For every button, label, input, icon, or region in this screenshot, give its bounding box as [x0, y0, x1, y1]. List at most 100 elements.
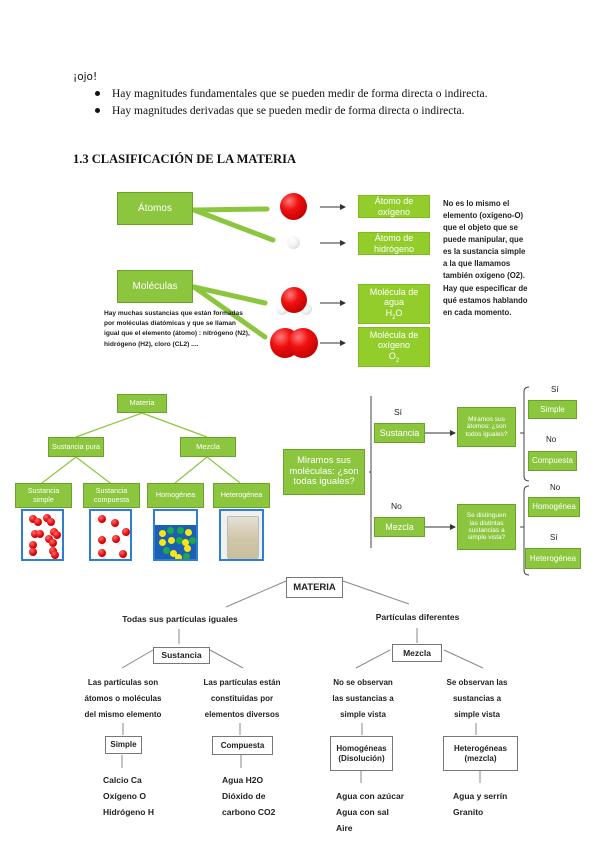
- label-line: Átomo de: [374, 196, 414, 207]
- molecula-agua-box: Molécula de agua H2O: [358, 284, 430, 324]
- decision-arrows: [425, 430, 456, 530]
- desc-line: simple vista: [340, 710, 386, 719]
- hydrogen-atom-icon: [287, 236, 300, 249]
- bullet-item: Hay magnitudes fundamentales que se pued…: [95, 88, 488, 100]
- label-line: sustancias a: [468, 527, 505, 534]
- label-line: Heterogéneas: [454, 743, 507, 753]
- heterogeneous-mixture-image: [219, 509, 264, 561]
- water-oxygen-icon: [281, 287, 307, 313]
- label-line: Sustancia: [95, 486, 128, 496]
- example-item: Agua con azúcar: [336, 791, 405, 801]
- heterogenea-yes-label: Sí: [550, 533, 558, 542]
- map-compuesta: Compuesta: [212, 736, 273, 755]
- label-line: Homogéneas: [336, 743, 387, 753]
- question-vista-box: Se distinguen las distintas sustancias a…: [457, 504, 516, 550]
- heterogeneas-description: Se observan las sustancias a simple vist…: [436, 675, 518, 723]
- simple-substance-image: [21, 509, 64, 561]
- heterogeneas-examples: Agua y serrín Granito: [453, 788, 507, 820]
- homogeneas-description: No se observan las sustancias a simple v…: [318, 675, 408, 723]
- map-materia: MATERIA: [286, 577, 343, 598]
- desc-line: del mismo elemento: [84, 710, 162, 719]
- label-line: hidrógeno: [373, 243, 415, 254]
- example-item: Agua H2O: [222, 775, 264, 785]
- atomos-connectors: [191, 206, 276, 340]
- example-item: Calcio Ca: [103, 775, 142, 785]
- desc-line: sustancias a: [452, 694, 502, 703]
- mezcla-box: Mezcla: [374, 517, 425, 537]
- molecula-oxigeno-box: Molécula de oxígeno O2: [358, 327, 430, 367]
- example-item: Agua con sal: [336, 807, 389, 817]
- tree-heterogenea: Heterogénea: [213, 483, 270, 508]
- desc-line: Las partículas son: [87, 678, 159, 687]
- bullet-text: Hay magnitudes fundamentales que se pued…: [112, 88, 488, 100]
- label-line: Átomo de: [374, 233, 414, 244]
- label-line: simple: [33, 494, 54, 504]
- homogenea-no-label: No: [550, 483, 561, 492]
- desc-line: Se observan las: [446, 678, 508, 687]
- formula-part: O: [395, 307, 403, 318]
- desc-line: No se observan: [333, 678, 393, 687]
- label-line: compuesta: [93, 494, 130, 504]
- diagram1-arrows: [320, 204, 346, 346]
- simple-description: Las partículas son átomos o moléculas de…: [78, 675, 168, 723]
- bullet-text: Hay magnitudes derivadas que se pueden m…: [112, 105, 465, 117]
- map-mezcla: Mezcla: [392, 644, 442, 662]
- formula-part: O: [388, 350, 396, 361]
- decision-brackets: [369, 386, 530, 576]
- desc-line: constituidas por: [210, 694, 274, 703]
- note-label: ¡ojo!: [73, 71, 98, 83]
- moleculas-note: Hay muchas sustancias que están formadas…: [104, 310, 250, 348]
- map-left-branch: Todas sus partículas iguales: [122, 614, 238, 624]
- label-line: Sustancia: [27, 486, 60, 496]
- desc-line: Las partículas están: [203, 678, 281, 687]
- label-line: Miramos sus: [468, 415, 505, 423]
- bullet-icon: [95, 107, 100, 113]
- homogeneas-examples: Agua con azúcar Agua con sal Aire: [336, 788, 404, 836]
- tree-lines: [41, 412, 241, 484]
- label-line: Molécula de: [369, 329, 419, 340]
- atomos-box: Átomos: [117, 192, 193, 225]
- beaker-icon: [227, 516, 259, 559]
- label-line: todos iguales?: [465, 430, 508, 438]
- formula-o2: O2: [389, 351, 399, 365]
- atomo-hidrogeno-box: Átomo de hidrógeno: [358, 232, 430, 255]
- label-line: oxígeno: [377, 206, 411, 217]
- example-item: Agua y serrín: [453, 791, 508, 801]
- simple-box: Simple: [528, 400, 577, 419]
- desc-line: átomos o moléculas: [84, 694, 162, 703]
- homogeneous-mixture-image: [153, 509, 198, 561]
- map-heterogeneas: Heterogéneas (mezcla): [443, 736, 518, 771]
- oxygen-sphere-right-icon: [288, 328, 318, 358]
- section-title: 1.3 CLASIFICACIÓN DE LA MATERIA: [73, 152, 297, 166]
- question-moleculas-box: Miramos sus moléculas: ¿son todas iguale…: [283, 449, 365, 495]
- label-line: oxígeno: [377, 340, 411, 351]
- desc-line: las sustancias a: [332, 694, 394, 703]
- map-homogeneas: Homogéneas (Disolución): [330, 736, 393, 771]
- question-atomos-box: Miramos sus átomos: ¿son todos iguales?: [457, 407, 516, 447]
- label-line: agua: [383, 297, 405, 308]
- compuesta-box: Compuesta: [528, 451, 577, 471]
- map-sustancia: Sustancia: [153, 647, 210, 664]
- compuesta-no-label: No: [546, 435, 557, 444]
- heterogenea-box: Heterogénea: [525, 548, 581, 569]
- atomo-oxigeno-box: Átomo de oxígeno: [358, 195, 430, 218]
- label-line: átomos: ¿son: [466, 423, 507, 431]
- label-line: Molécula de: [369, 286, 419, 297]
- desc-line: elementos diversos: [204, 710, 280, 719]
- simple-examples: Calcio Ca Oxígeno O Hidrógeno H: [103, 772, 154, 820]
- example-item: Granito: [453, 807, 484, 817]
- formula-part: H: [385, 307, 393, 318]
- label-line: moléculas: ¿son: [289, 465, 359, 477]
- compuesta-examples: Agua H2O Dióxido de carbono CO2: [222, 772, 275, 820]
- map-simple: Simple: [105, 736, 142, 754]
- label-line: todas iguales?: [293, 476, 355, 488]
- label-line: Se distinguen: [466, 512, 507, 520]
- example-item: Hidrógeno H: [103, 807, 154, 817]
- example-item: Aire: [336, 823, 353, 833]
- label-line: Miramos sus: [297, 454, 351, 466]
- formula-subscript: 2: [395, 357, 400, 364]
- compuesta-description: Las partículas están constituidas por el…: [193, 675, 291, 723]
